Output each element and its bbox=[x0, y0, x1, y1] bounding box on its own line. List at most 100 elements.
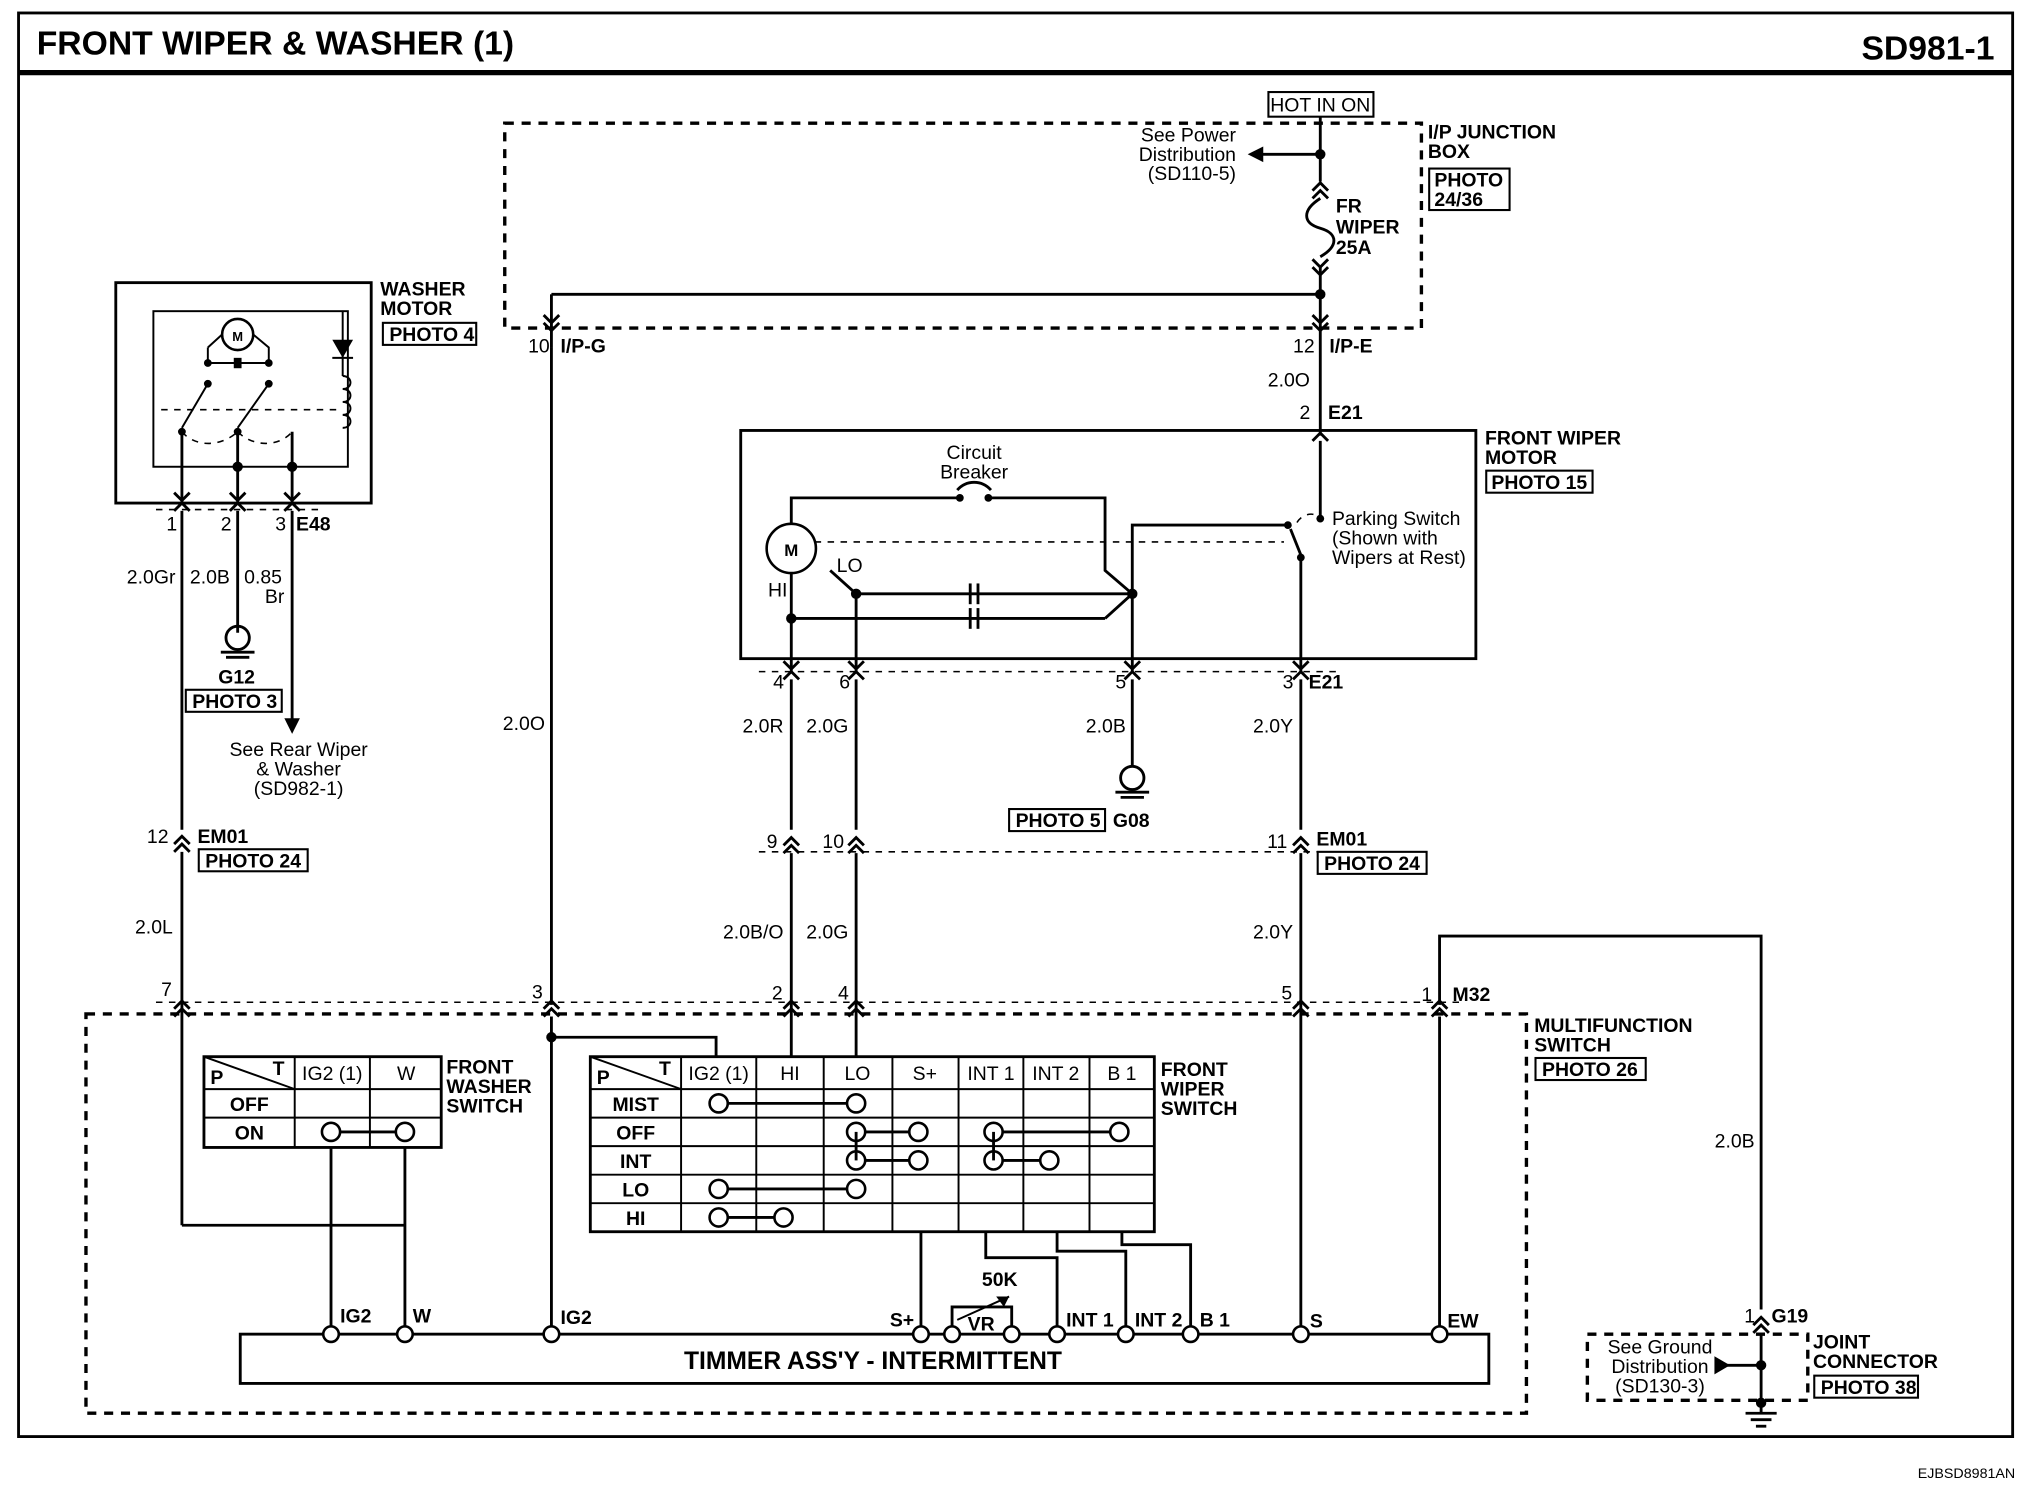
wiper-switch-label-2: WIPER bbox=[1161, 1079, 1225, 1101]
svg-text:HI: HI bbox=[626, 1208, 645, 1230]
ip-junction-photo-ref: 24/36 bbox=[1434, 189, 1483, 211]
svg-text:E48: E48 bbox=[296, 513, 331, 535]
multifunction-switch-label-2: SWITCH bbox=[1534, 1035, 1611, 1057]
svg-text:I/P-E: I/P-E bbox=[1329, 336, 1372, 358]
svg-text:EM01: EM01 bbox=[197, 826, 248, 848]
front-wiper-motor-photo-box bbox=[1485, 469, 1594, 494]
ip-junction-photo: PHOTO bbox=[1434, 170, 1503, 192]
svg-text:11: 11 bbox=[1267, 831, 1287, 853]
rear-washer-arrow bbox=[284, 718, 300, 734]
svg-text:1: 1 bbox=[1744, 1305, 1755, 1327]
svg-text:3: 3 bbox=[1283, 671, 1294, 693]
circuit-breaker-label-1: Circuit bbox=[947, 442, 1003, 464]
svg-text:6: 6 bbox=[839, 671, 850, 693]
wire-2-0gr: 2.0Gr bbox=[127, 566, 176, 588]
ground-ref-2: Distribution bbox=[1611, 1356, 1708, 1378]
ground-distribution-arrow bbox=[1714, 1356, 1730, 1375]
wiper-switch-label-1: FRONT bbox=[1161, 1059, 1228, 1081]
ground-g19-symbol bbox=[1745, 1397, 1777, 1428]
power-ref-1: See Power bbox=[1141, 124, 1237, 146]
ground-ref-1: See Ground bbox=[1608, 1337, 1713, 1359]
parking-switch-label-3: Wipers at Rest) bbox=[1332, 547, 1466, 569]
svg-text:HI: HI bbox=[768, 579, 787, 601]
svg-text:EW: EW bbox=[1447, 1311, 1479, 1333]
washer-motor-label-1: WASHER bbox=[380, 279, 465, 301]
power-ref-3: (SD110-5) bbox=[1148, 163, 1236, 185]
joint-connector-label-2: CONNECTOR bbox=[1813, 1351, 1938, 1373]
svg-text:S: S bbox=[1310, 1311, 1323, 1333]
power-ref-2: Distribution bbox=[1139, 144, 1236, 166]
svg-text:MIST: MIST bbox=[612, 1094, 659, 1116]
ip-junction-photo-box bbox=[1428, 167, 1511, 212]
svg-text:INT 1: INT 1 bbox=[967, 1063, 1014, 1085]
connector-e48: 1 2 3 E48 bbox=[155, 491, 331, 535]
svg-text:5: 5 bbox=[1115, 671, 1126, 693]
svg-text:E21: E21 bbox=[1309, 671, 1344, 693]
wire-2-0bo: 2.0B/O bbox=[723, 922, 784, 944]
svg-text:HI: HI bbox=[780, 1063, 799, 1085]
connector-e21-top: 2 E21 bbox=[1300, 402, 1363, 442]
joint-connector-photo: PHOTO 38 bbox=[1821, 1377, 1917, 1399]
wire-2-0y-b: 2.0Y bbox=[1253, 922, 1293, 944]
hot-in-on-label: HOT IN ON bbox=[1270, 95, 1370, 117]
front-wiper-motor-label-1: FRONT WIPER bbox=[1485, 428, 1621, 450]
svg-text:3: 3 bbox=[275, 513, 286, 535]
front-wiper-motor-label-2: MOTOR bbox=[1485, 447, 1557, 469]
power-feed bbox=[550, 116, 1336, 348]
svg-text:M: M bbox=[232, 329, 243, 344]
ground-g08: PHOTO 5 G08 bbox=[1008, 764, 1150, 832]
fuse-label-2: WIPER bbox=[1336, 216, 1400, 238]
wire-2-0l: 2.0L bbox=[135, 917, 173, 939]
svg-text:INT 2: INT 2 bbox=[1032, 1063, 1079, 1085]
svg-text:PHOTO 5: PHOTO 5 bbox=[1016, 810, 1101, 832]
svg-text:PHOTO 24: PHOTO 24 bbox=[205, 850, 301, 872]
svg-text:IG2 (1): IG2 (1) bbox=[688, 1063, 749, 1085]
svg-text:ON: ON bbox=[235, 1123, 264, 1145]
joint-connector-label-1: JOINT bbox=[1813, 1331, 1870, 1353]
wire-2-0b-g08: 2.0B bbox=[1086, 716, 1126, 738]
svg-text:4: 4 bbox=[838, 983, 849, 1005]
wire-2-0b-washer: 2.0B bbox=[190, 566, 230, 588]
svg-text:10: 10 bbox=[822, 831, 844, 853]
ground-g12: G12 PHOTO 3 bbox=[184, 624, 283, 713]
svg-text:EM01: EM01 bbox=[1316, 828, 1367, 850]
rear-ref-3: (SD982-1) bbox=[254, 778, 344, 800]
diagram-frame bbox=[17, 11, 2015, 1439]
washer-motor-photo-box bbox=[381, 321, 478, 346]
svg-text:E21: E21 bbox=[1328, 402, 1363, 424]
multifunction-switch-label-1: MULTIFUNCTION bbox=[1534, 1015, 1692, 1037]
rear-ref-1: See Rear Wiper bbox=[229, 739, 368, 761]
wire-2-0r: 2.0R bbox=[742, 716, 783, 738]
rear-ref-2: & Washer bbox=[256, 758, 341, 780]
timer-assembly-label: TIMMER ASS'Y - INTERMITTENT bbox=[684, 1348, 1062, 1375]
washer-motor-internals: M bbox=[152, 310, 354, 504]
multifunction-switch-outline bbox=[84, 1012, 1529, 1415]
svg-text:9: 9 bbox=[767, 831, 778, 853]
svg-text:INT 2: INT 2 bbox=[1135, 1309, 1183, 1331]
hot-in-on-box bbox=[1267, 91, 1375, 118]
ip-junction-box-label: I/P JUNCTION bbox=[1428, 122, 1556, 144]
washer-motor-label-2: MOTOR bbox=[380, 298, 452, 320]
svg-text:W: W bbox=[397, 1063, 416, 1085]
wire-2-0y-a: 2.0Y bbox=[1253, 716, 1293, 738]
svg-text:IG2 (1): IG2 (1) bbox=[302, 1063, 363, 1085]
fuse-symbol bbox=[1305, 197, 1336, 258]
wire-2-0g-a: 2.0G bbox=[806, 716, 848, 738]
svg-text:4: 4 bbox=[773, 671, 784, 693]
wire-2-0g-b: 2.0G bbox=[806, 922, 848, 944]
svg-text:2: 2 bbox=[772, 983, 783, 1005]
svg-text:IG2: IG2 bbox=[340, 1305, 372, 1327]
circuit-breaker-label-2: Breaker bbox=[940, 461, 1009, 483]
svg-text:INT 1: INT 1 bbox=[1066, 1309, 1114, 1331]
svg-text:M: M bbox=[784, 541, 798, 560]
wire-2-0b-g19: 2.0B bbox=[1715, 1130, 1755, 1152]
svg-text:1: 1 bbox=[166, 513, 177, 535]
svg-text:W: W bbox=[413, 1305, 432, 1327]
fuse-label-1: FR bbox=[1336, 196, 1362, 218]
connector-ip-e: 12 I/P-E bbox=[1293, 314, 1373, 358]
svg-text:7: 7 bbox=[161, 979, 172, 1001]
svg-text:INT: INT bbox=[620, 1151, 651, 1173]
parking-switch-label-2: (Shown with bbox=[1332, 528, 1438, 550]
front-wiper-switch-table: P T IG2 (1) HI LO S+ INT 1 INT 2 B 1 MIS… bbox=[588, 1055, 1156, 1234]
